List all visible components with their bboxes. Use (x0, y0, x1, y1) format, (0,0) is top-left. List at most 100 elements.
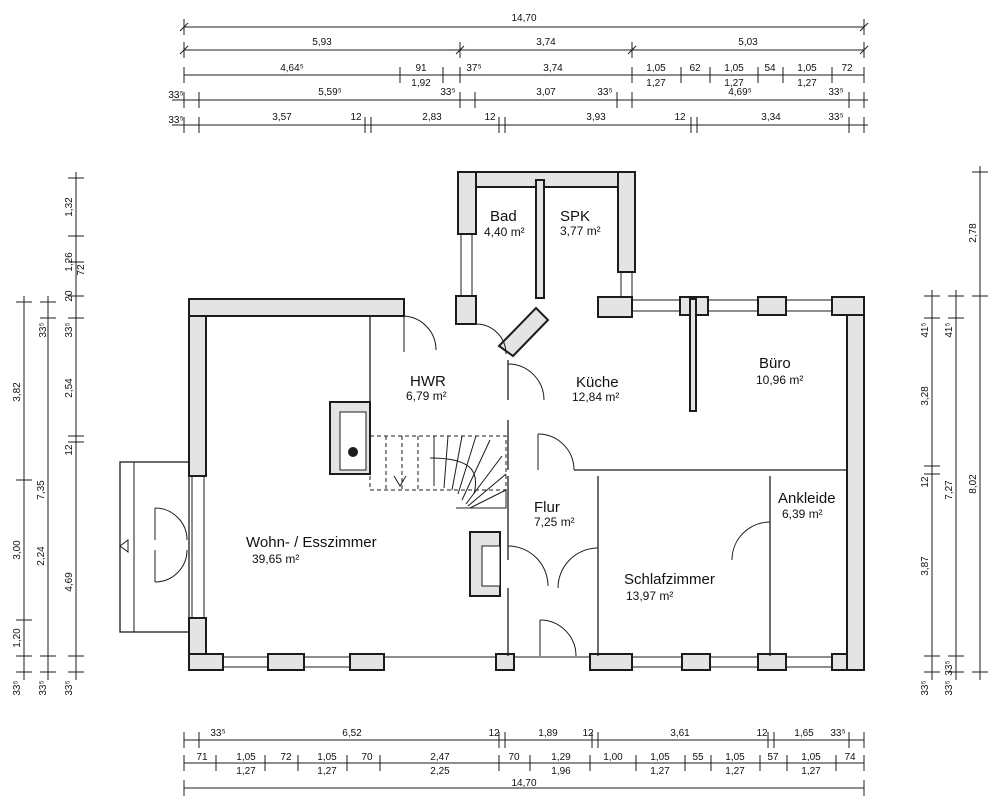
dim-bottom-r2-10: 70 (508, 752, 520, 763)
room-area-hwr: 6,79 m² (406, 389, 447, 403)
windows (223, 234, 832, 668)
dim-top-r4-3: 33⁵ (440, 87, 455, 98)
room-area-kueche: 12,84 m² (572, 390, 619, 404)
dim-top-r3-12: 1,05 (797, 63, 817, 74)
dim-top-r5-5: 12 (484, 112, 496, 123)
dim-right-10: 3,87 (920, 556, 931, 576)
dim-bottom-r1-8: 1,65 (794, 728, 814, 739)
dim-right-2: 8,02 (968, 474, 979, 494)
dim-bottom-r2-21: 1,27 (801, 766, 821, 777)
dim-left-3: 1,20 (12, 628, 23, 648)
dim-bottom-r2-7: 70 (361, 752, 373, 763)
dim-top-r3-13: 1,27 (797, 78, 817, 89)
room-name-ankleide: Ankleide (778, 490, 836, 507)
dim-top-r4-6: 4,69⁵ (728, 87, 752, 98)
room-name-bad: Bad (490, 208, 517, 225)
dim-top-r5-6: 3,93 (586, 112, 606, 123)
room-area-flur: 7,25 m² (534, 515, 575, 529)
dim-bottom-r2-6: 1,27 (317, 766, 337, 777)
dim-left-7: 2,24 (36, 546, 47, 566)
dim-top-r3-1: 4,64⁵ (280, 63, 304, 74)
dim-top-r2-3: 5,03 (738, 37, 758, 48)
dim-left-13: 33⁵ (64, 322, 75, 337)
dim-bottom-r2-22: 74 (844, 752, 856, 763)
dim-top-r3-3: 1,92 (411, 78, 431, 89)
dim-right-8: 3,28 (920, 386, 931, 406)
dim-right-6: 33⁵ (944, 680, 955, 695)
dim-left-16: 4,69 (64, 572, 75, 592)
dim-bottom-r2-13: 1,00 (603, 752, 623, 763)
room-area-ankleide: 6,39 m² (782, 507, 823, 521)
dim-top-r3-4: 37⁵ (466, 63, 481, 74)
dim-left-11: 72 (76, 264, 87, 276)
top-dimensions: 14,70 5,93 3,74 5,03 4,64⁵ 91 1,92 37⁵ 3… (168, 13, 869, 133)
room-name-spk: SPK (560, 208, 590, 225)
dim-bottom-r1-9: 33⁵ (830, 728, 845, 739)
dim-bottom-r1-6: 3,61 (670, 728, 690, 739)
dim-bottom-r2-20: 1,05 (801, 752, 821, 763)
dim-bottom-r2-4: 72 (280, 752, 292, 763)
dim-top-r3-2: 91 (415, 63, 427, 74)
dim-top-r5-9: 33⁵ (828, 112, 843, 123)
dim-bottom-r1-3: 12 (488, 728, 500, 739)
dim-left-8: 33⁵ (64, 680, 75, 695)
dim-bottom-r1-1: 33⁵ (210, 728, 225, 739)
room-area-bad: 4,40 m² (484, 225, 525, 239)
dim-right-9: 12 (920, 476, 931, 488)
dim-left-17: 33⁵ (12, 680, 23, 695)
dim-bottom-r2-18: 1,27 (725, 766, 745, 777)
dim-top-r5-2: 3,57 (272, 112, 292, 123)
dim-top-r4-7: 33⁵ (828, 87, 843, 98)
dim-top-r3-10: 1,27 (724, 78, 744, 89)
terrace (119, 461, 205, 633)
dim-bottom-r1-4: 1,89 (538, 728, 558, 739)
dim-left-9: 1,32 (64, 197, 75, 217)
dim-top-r5-4: 2,83 (422, 112, 442, 123)
left-dimensions: 3,82 3,00 1,20 33⁵ 33⁵ 7,35 2,24 33⁵ 1,3… (12, 172, 87, 696)
dim-bottom-r2-16: 55 (692, 752, 704, 763)
dim-bottom-r2-3: 1,27 (236, 766, 256, 777)
dim-bottom-r1-2: 6,52 (342, 728, 362, 739)
bottom-dimensions: 33⁵ 6,52 12 1,89 12 3,61 12 1,65 33⁵ 71 … (183, 728, 865, 796)
right-dimensions: 2,78 8,02 33⁵ 41⁵ 7,27 33⁵ 41⁵ 3,28 12 3… (920, 166, 988, 696)
dim-bottom-r2-9: 2,25 (430, 766, 450, 777)
dim-top-r5-8: 3,34 (761, 112, 781, 123)
dim-top-r3-5: 3,74 (543, 63, 563, 74)
dim-top-r3-14: 72 (841, 63, 853, 74)
dim-left-12: 20 (64, 290, 75, 302)
room-name-flur: Flur (534, 499, 560, 516)
room-area-spk: 3,77 m² (560, 224, 601, 238)
dim-left-10: 1,26 (64, 252, 75, 272)
room-area-buero: 10,96 m² (756, 373, 803, 387)
dim-bottom-r2-14: 1,05 (650, 752, 670, 763)
room-name-wohnen: Wohn- / Esszimmer (246, 534, 377, 551)
walls (188, 171, 865, 671)
staircase (369, 435, 507, 509)
dim-left-5: 33⁵ (38, 680, 49, 695)
room-name-buero: Büro (759, 355, 791, 372)
room-area-schlafzimmer: 13,97 m² (626, 589, 673, 603)
dim-top-total: 14,70 (511, 13, 536, 24)
dim-top-r3-6: 1,05 (646, 63, 666, 74)
dim-bottom-r2-15: 1,27 (650, 766, 670, 777)
dim-right-4: 41⁵ (944, 322, 955, 337)
room-name-hwr: HWR (410, 373, 446, 390)
dim-left-1: 3,82 (12, 382, 23, 402)
dim-top-r4-4: 3,07 (536, 87, 556, 98)
dim-right-3: 33⁵ (920, 680, 931, 695)
dim-bottom-r1-5: 12 (582, 728, 594, 739)
room-area-wohnen: 39,65 m² (252, 552, 299, 566)
dim-bottom-r2-1: 71 (196, 752, 208, 763)
dim-top-r4-2: 5,59⁵ (318, 87, 342, 98)
dim-left-6: 7,35 (36, 480, 47, 500)
dim-bottom-r2-19: 57 (767, 752, 779, 763)
room-labels: Bad 4,40 m² SPK 3,77 m² HWR 6,79 m² Küch… (246, 208, 836, 603)
dim-left-2: 3,00 (12, 540, 23, 560)
dim-top-r3-9: 1,05 (724, 63, 744, 74)
dim-bottom-r1-7: 12 (756, 728, 768, 739)
dim-right-7: 41⁵ (920, 322, 931, 337)
dim-top-r4-1: 33⁵ (168, 90, 183, 101)
dim-top-r3-11: 54 (764, 63, 776, 74)
room-name-kueche: Küche (576, 374, 619, 391)
